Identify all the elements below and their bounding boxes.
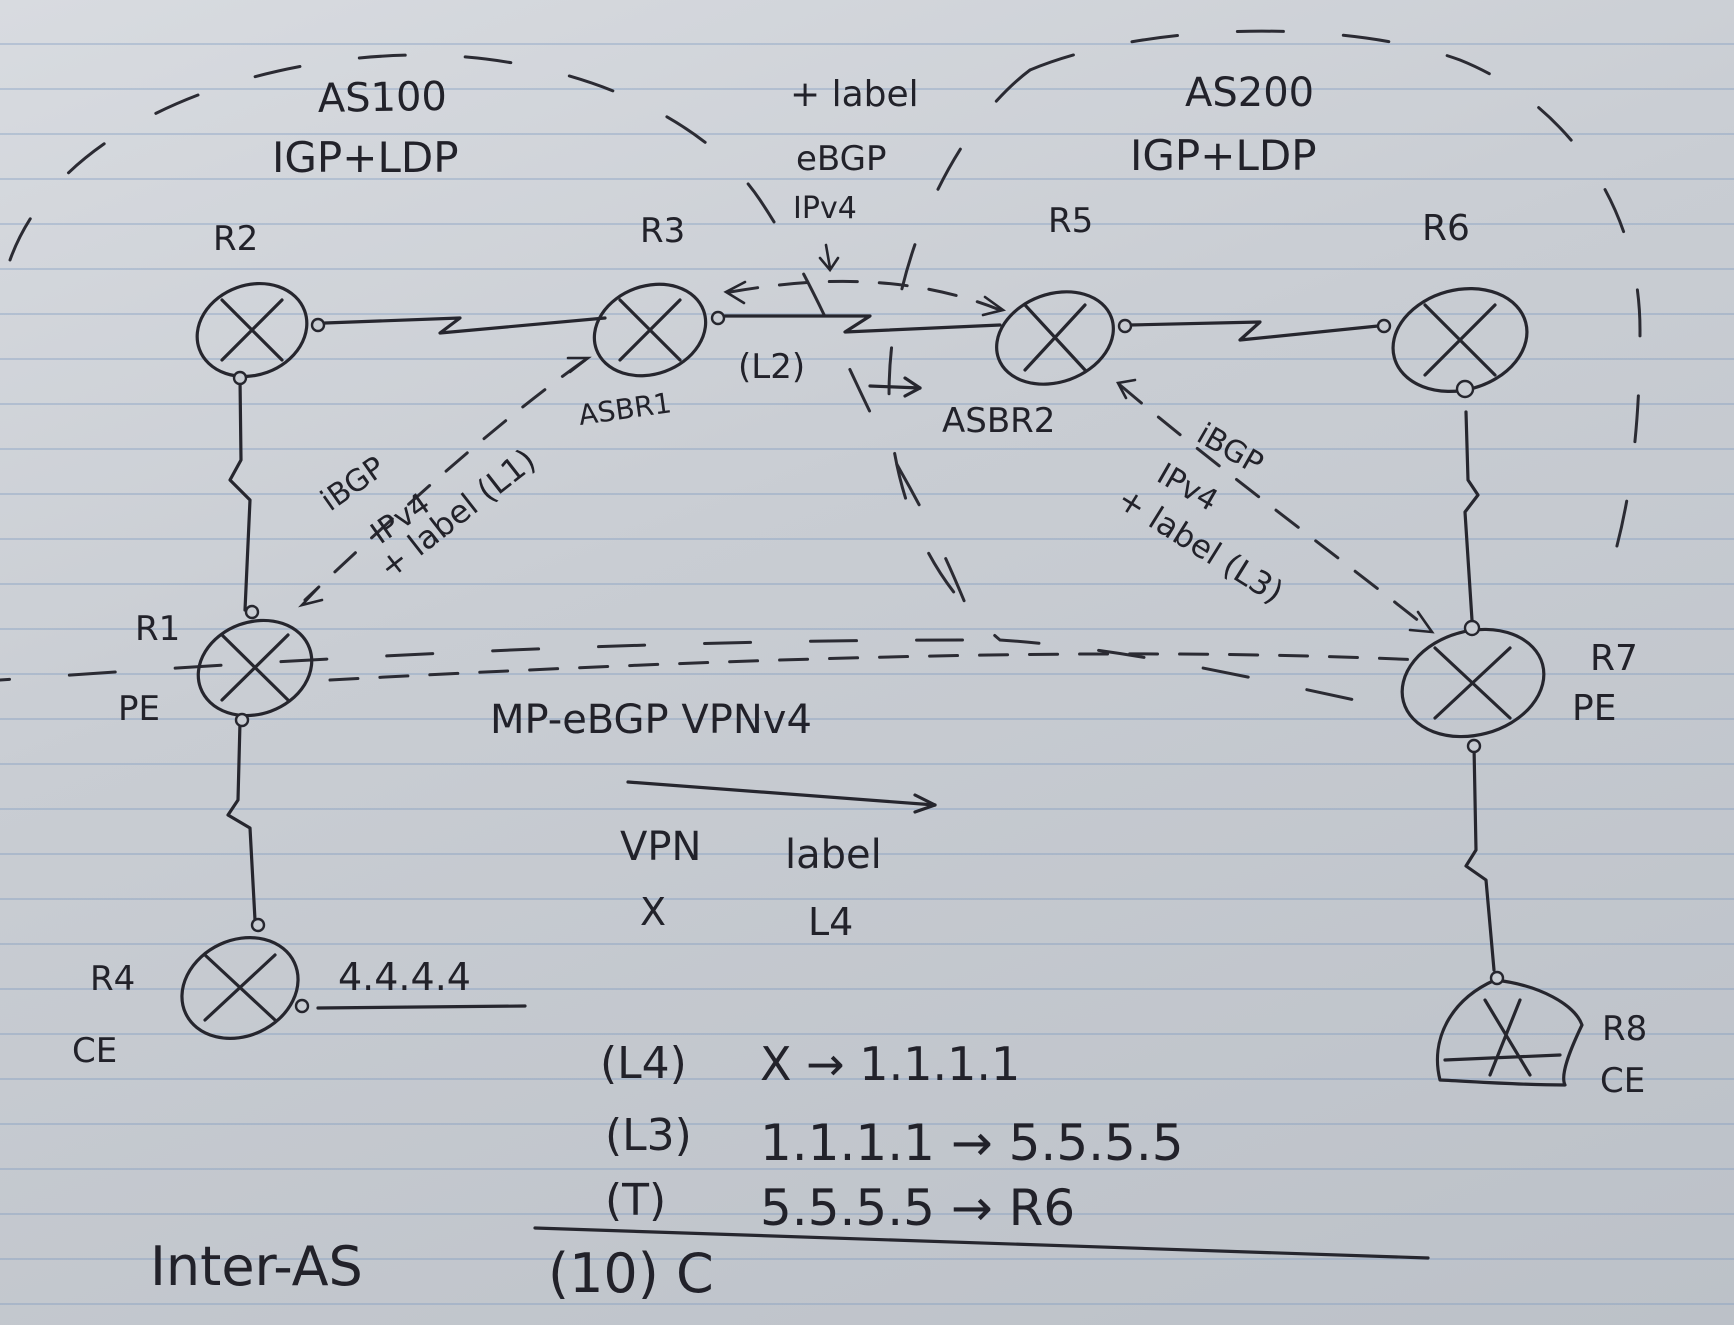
router-r7-role: PE xyxy=(1572,688,1616,729)
as100-name: AS100 xyxy=(317,74,447,122)
link-r5-r6 xyxy=(1128,320,1380,342)
ibgp-left-line1: iBGP xyxy=(315,450,392,519)
mp-ebgp-label: MP-eBGP VPNv4 xyxy=(490,697,812,743)
router-r4-icon[interactable] xyxy=(165,917,314,1057)
router-r6-icon[interactable] xyxy=(1376,274,1539,406)
stack-row-2-label: (L3) xyxy=(605,1110,692,1161)
footer-option: (10) C xyxy=(548,1242,714,1305)
stack-separator xyxy=(533,1226,1430,1260)
ibgp-right-dashed-arrow xyxy=(1116,378,1435,634)
link-r3-r5 xyxy=(723,314,1002,334)
ebgp-dashed-arrow xyxy=(723,243,1007,317)
mp-ebgp-dashed-line xyxy=(328,652,1422,814)
router-r3-icon[interactable] xyxy=(581,269,726,391)
l2-label: (L2) xyxy=(738,347,805,387)
link-r6-r7 xyxy=(1463,410,1480,622)
router-r4-name: R4 xyxy=(90,959,135,999)
footer-title: Inter-AS xyxy=(150,1235,363,1298)
router-r1-icon[interactable] xyxy=(185,604,325,731)
stack-row-1-label: (L4) xyxy=(600,1038,687,1089)
l2-arrow xyxy=(868,376,922,398)
link-r1-r4 xyxy=(226,720,257,922)
router-r7-name: R7 xyxy=(1590,638,1638,679)
stack-row-3-label: (T) xyxy=(605,1175,666,1226)
link-r2-r1 xyxy=(228,376,252,612)
stack-row-1-text: X → 1.1.1.1 xyxy=(760,1037,1020,1091)
ebgp-line3: IPv4 xyxy=(793,191,857,226)
asbr2-label: ASBR2 xyxy=(942,401,1055,441)
link-r7-r8 xyxy=(1464,744,1496,972)
as200-protocols: IGP+LDP xyxy=(1130,131,1317,180)
router-r7-icon[interactable] xyxy=(1390,614,1556,754)
router-r3-name: R3 xyxy=(640,211,685,251)
ebgp-line2: eBGP xyxy=(796,139,887,179)
as100-protocols: IGP+LDP xyxy=(272,133,459,182)
r4-prefix: 4.4.4.4 xyxy=(338,955,471,999)
router-r1-name: R1 xyxy=(135,609,180,649)
label-row-value: L4 xyxy=(808,900,853,944)
router-r5-name: R5 xyxy=(1048,201,1093,241)
ibgp-right-line1: iBGP xyxy=(1191,417,1269,482)
as100-boundary xyxy=(0,53,983,682)
router-r2-name: R2 xyxy=(213,219,258,259)
as200-name: AS200 xyxy=(1185,70,1314,116)
router-r4-role: CE xyxy=(72,1031,117,1071)
vpn-row-value: X xyxy=(640,890,666,934)
router-r1-role: PE xyxy=(118,689,160,729)
router-r2-icon[interactable] xyxy=(184,269,326,392)
ibgp-left-dashed-arrow xyxy=(298,356,592,608)
router-r8-icon[interactable] xyxy=(1435,970,1584,1087)
stack-row-3-text: 5.5.5.5 → R6 xyxy=(760,1179,1075,1237)
link-r2-r3 xyxy=(323,316,607,335)
stack-row-2-text: 1.1.1.1 → 5.5.5.5 xyxy=(760,1114,1184,1172)
label-col-header: label xyxy=(785,832,882,878)
as200-boundary xyxy=(887,29,1642,707)
router-r6-name: R6 xyxy=(1422,208,1470,249)
router-r8-name: R8 xyxy=(1602,1009,1647,1049)
asbr1-label: ASBR1 xyxy=(576,386,673,432)
router-r8-role: CE xyxy=(1600,1061,1645,1101)
router-r5-icon[interactable] xyxy=(984,276,1133,400)
prefix-underline xyxy=(316,1004,527,1010)
vpn-col-header: VPN xyxy=(620,824,701,870)
ebgp-line1: + label xyxy=(790,74,919,115)
